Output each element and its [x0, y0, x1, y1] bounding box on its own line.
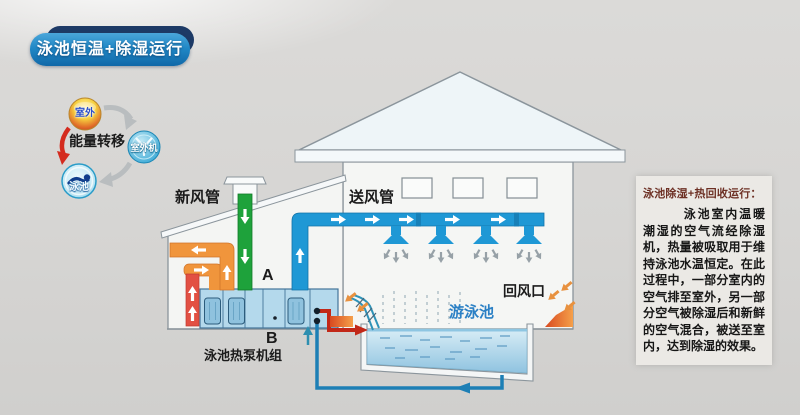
- hot-water-supply-pipe: [313, 307, 368, 336]
- transfer-grille: [330, 290, 371, 327]
- main-house: [294, 71, 626, 330]
- swimmer-icon: [67, 174, 91, 185]
- main-roof: [298, 71, 622, 151]
- outdoor-badge-label: 室外: [75, 108, 95, 119]
- outdoor-unit-badge: [127, 130, 161, 164]
- exhaust-riser-duct: [183, 263, 223, 327]
- outdoor-unit-badge-label: 室外机: [130, 143, 158, 153]
- sun-icon: [68, 97, 102, 131]
- heat-pump-unit-label: 泳池热泵机组: [204, 348, 283, 363]
- pipe-port: [313, 317, 321, 325]
- info-panel: 泳池除湿+热回收运行： 泳池室内温暖潮湿的空气流经除湿机，热量被吸取用于维持泳池…: [636, 176, 772, 365]
- ceiling-diffusers: [381, 226, 544, 263]
- energy-transfer-caption: 能量转移: [69, 133, 125, 149]
- return-air-outlet-label: 回风口: [503, 283, 545, 299]
- energy-arrow-outdoor-to-unit: [103, 105, 134, 121]
- title-banner: 泳池恒温+除湿运行: [30, 33, 190, 66]
- evaporation-marks: [382, 291, 461, 324]
- roof-eave-band: [294, 149, 626, 163]
- water-surface: [367, 329, 527, 332]
- fresh-air-duct: [237, 193, 253, 291]
- fresh-air-duct-label: 新风管: [175, 189, 221, 206]
- roof-vent-cap: [223, 176, 267, 185]
- info-panel-body: 泳池室内温暖潮湿的空气流经除湿机，热量被吸取用于维持泳池水温恒定。在此过程中，一…: [643, 207, 765, 354]
- window: [401, 177, 433, 199]
- water-ripples: [380, 335, 510, 360]
- flow-arrow-up: [303, 326, 313, 335]
- pipe-port: [313, 307, 321, 315]
- energy-cycle: [57, 97, 161, 199]
- point-b-label: B: [266, 330, 278, 347]
- compressor-modules: [204, 297, 305, 325]
- supply-air-duct: [291, 212, 545, 291]
- flow-arrow-left: [455, 382, 470, 394]
- window: [452, 177, 484, 199]
- supply-air-duct-label: 送风管: [349, 189, 395, 206]
- energy-arrow-red: [59, 126, 71, 156]
- return-air-vent: [545, 279, 578, 327]
- cold-water-return-pipe: [303, 321, 504, 394]
- point-b-marker: [273, 316, 277, 320]
- swimming-pool-label: 游泳池: [449, 304, 495, 321]
- exhaust-air-duct: [169, 242, 235, 291]
- swimming-pool: [360, 291, 534, 382]
- windows: [401, 177, 538, 199]
- pool-badge: [61, 163, 97, 199]
- flow-arrow-right: [355, 324, 368, 336]
- info-panel-title: 泳池除湿+热回收运行：: [643, 188, 762, 200]
- plant-room-roof: [160, 174, 347, 239]
- fan-icon: [135, 137, 153, 157]
- window: [506, 177, 538, 199]
- pool-badge-label: 泳池: [69, 182, 89, 193]
- point-a-label: A: [262, 267, 274, 284]
- outdoor-badge: [68, 97, 102, 131]
